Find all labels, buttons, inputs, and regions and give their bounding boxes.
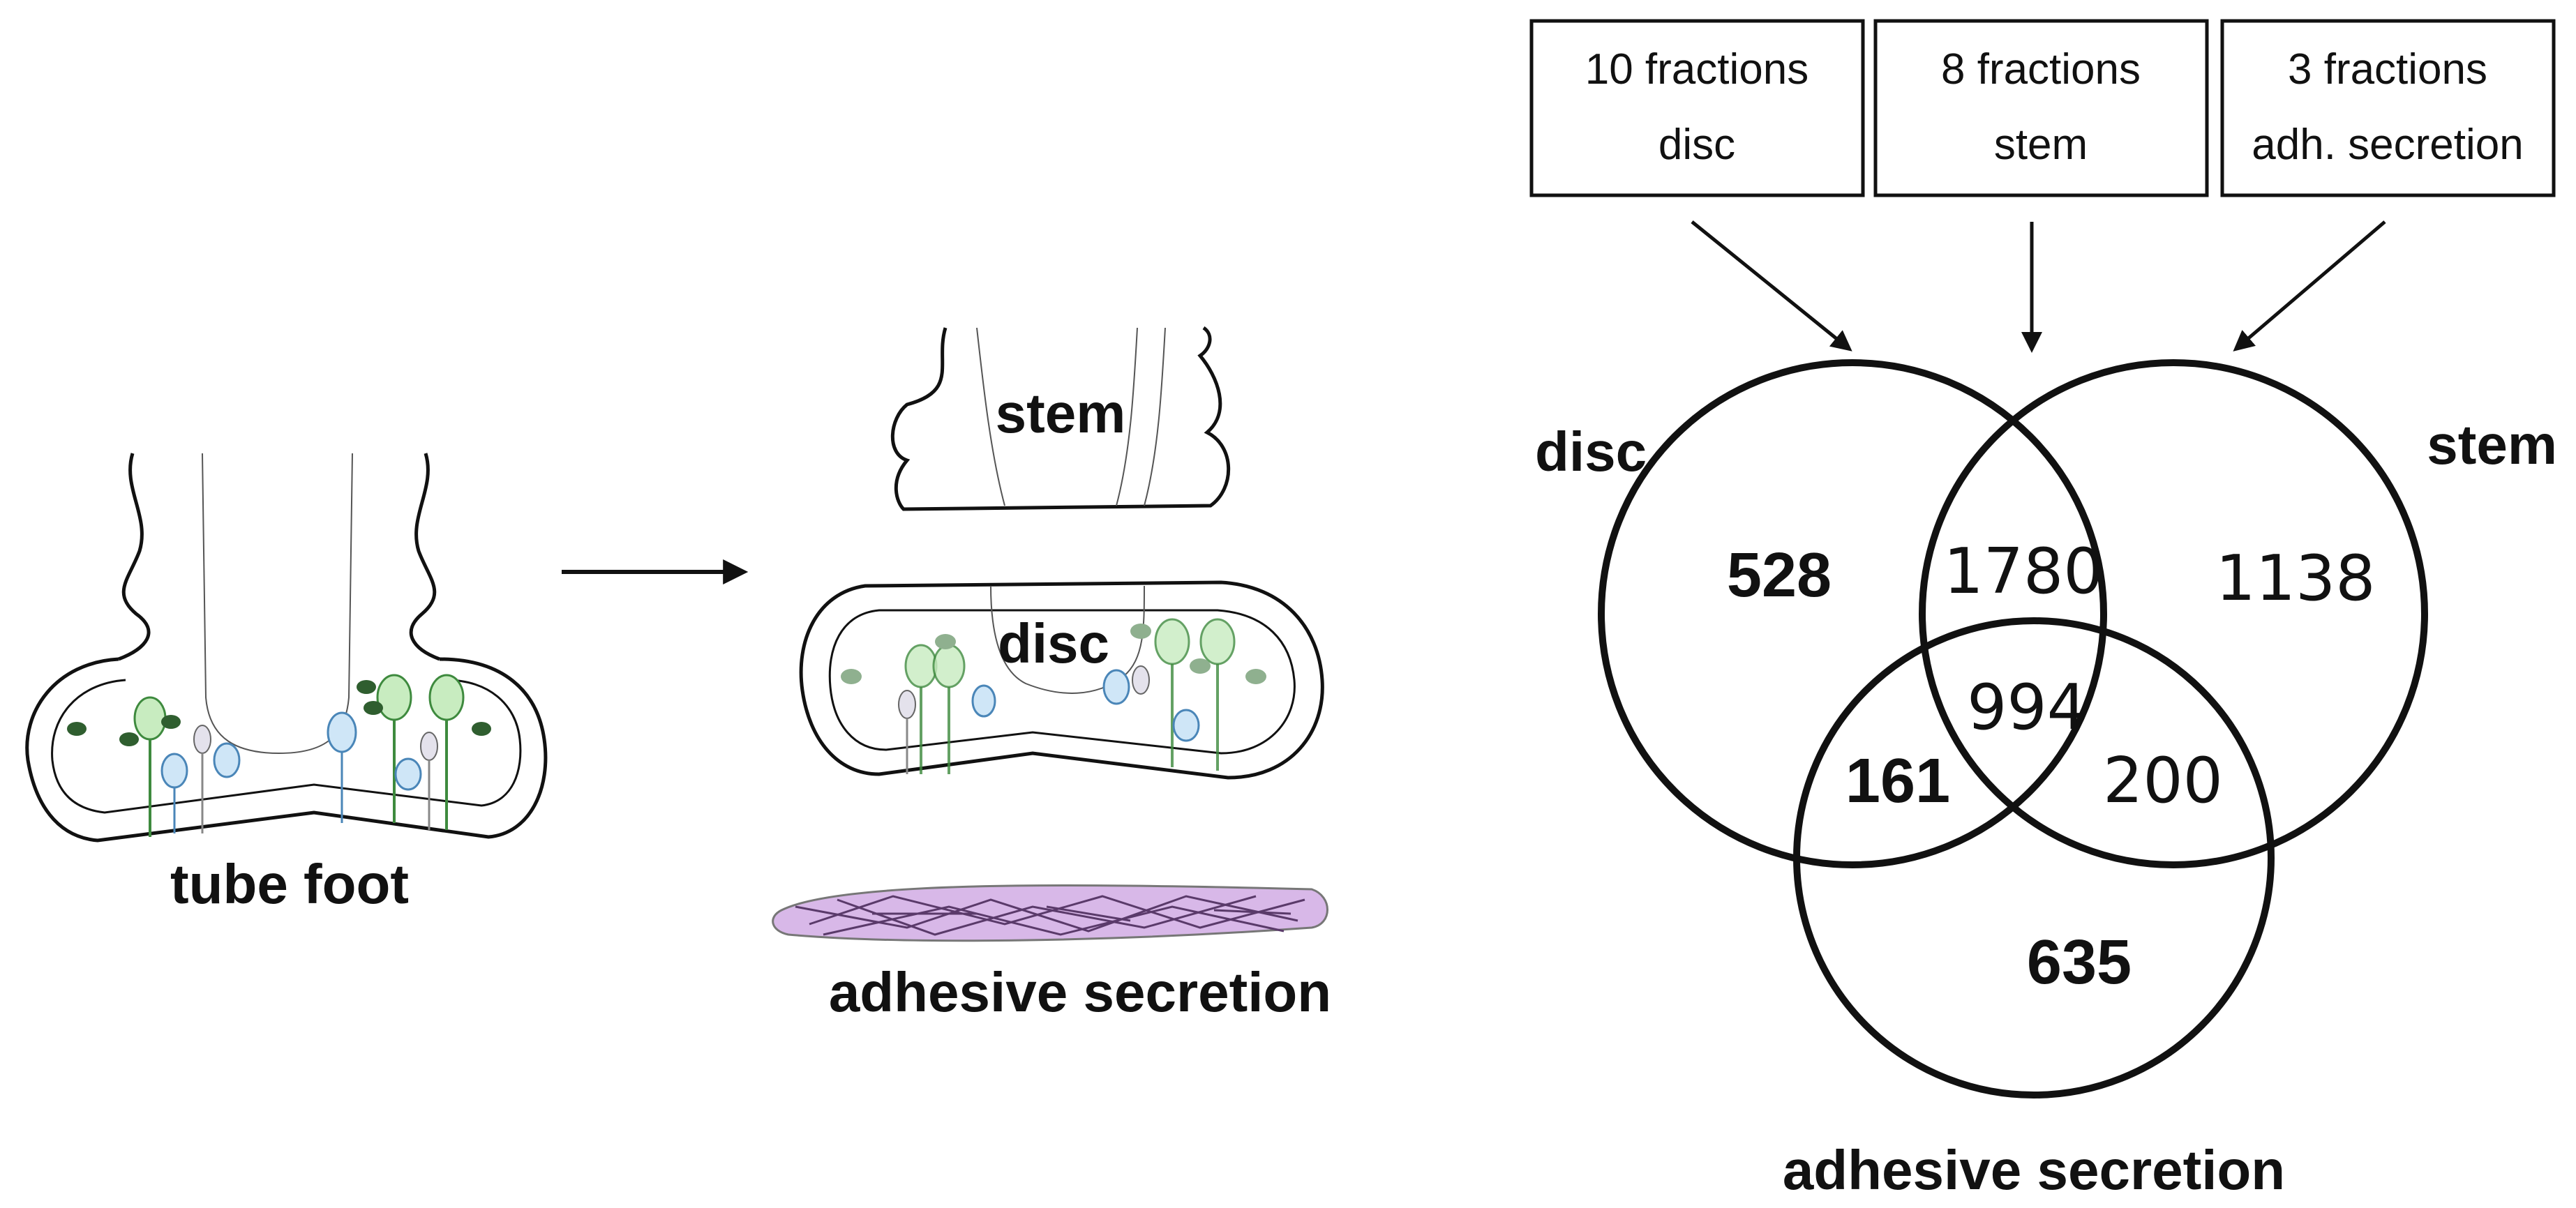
fraction-box-stem: 8 fractions stem — [1873, 19, 2209, 197]
tube-foot-stem-left-wall — [118, 453, 151, 661]
tube-foot-disc-outline — [25, 657, 548, 843]
tube-foot-label: tube foot — [170, 853, 409, 915]
tube-foot-canal-right — [278, 453, 353, 754]
venn-region-stem-only: 1138 — [2215, 542, 2375, 615]
venn-set-label-stem: stem — [2427, 414, 2557, 476]
venn-region-all-three: 994 — [1967, 671, 2087, 744]
disc-label: disc — [998, 612, 1109, 674]
adhesive-fibers — [795, 895, 1305, 936]
fraction-boxes: 10 fractions disc 8 fractions stem 3 fra… — [1529, 19, 2556, 197]
venn-set-label-adhesive: adhesive secretion — [1783, 1139, 2285, 1201]
adhesive-secretion-label: adhesive secretion — [829, 961, 1331, 1023]
separated-parts-illustration: stem — [772, 326, 1331, 1023]
disc-piece-cells — [841, 618, 1266, 774]
fraction-box-adhesive-line2: adh. secretion — [2252, 121, 2523, 169]
tube-foot-stem-right-wall — [409, 453, 440, 661]
fraction-box-stem-line2: stem — [1994, 121, 2088, 169]
venn-region-disc-stem: 1780 — [1943, 535, 2103, 608]
fraction-box-adhesive: 3 fractions adh. secretion — [2220, 19, 2556, 197]
fraction-box-disc-line2: disc — [1658, 121, 1735, 169]
fraction-box-disc: 10 fractions disc — [1529, 19, 1865, 197]
disc-piece: disc — [799, 580, 1324, 780]
tube-foot-canal-left — [202, 453, 280, 754]
adhesive-secretion-piece: adhesive secretion — [772, 884, 1331, 1023]
fraction-box-adhesive-line1: 3 fractions — [2288, 45, 2487, 93]
venn-region-disc-only: 528 — [1727, 541, 1832, 610]
fraction-box-disc-line1: 10 fractions — [1585, 45, 1809, 93]
arrow-to-disc — [1691, 220, 1852, 352]
tube-foot-cells — [67, 674, 491, 837]
venn-circle-stem — [1919, 359, 2428, 868]
stem-piece: stem — [890, 326, 1231, 511]
stem-label: stem — [996, 382, 1126, 444]
venn-region-adhesive-only: 635 — [2027, 928, 2132, 997]
fraction-box-stem-line1: 8 fractions — [1941, 45, 2141, 93]
venn-region-disc-adhesive: 161 — [1845, 746, 1950, 816]
venn-circle-disc — [1598, 359, 2107, 868]
venn-diagram: disc stem adhesive secretion 528 1780 11… — [1535, 359, 2557, 1201]
tube-foot-illustration: tube foot — [25, 453, 548, 915]
venn-region-stem-adhesive: 200 — [2103, 744, 2223, 817]
fraction-arrows — [1691, 220, 2386, 353]
venn-circle-adhesive — [1793, 617, 2275, 1098]
arrow-to-adhesive — [2233, 220, 2386, 352]
venn-set-label-disc: disc — [1535, 421, 1647, 483]
tube-foot-disc-inner — [51, 679, 522, 814]
